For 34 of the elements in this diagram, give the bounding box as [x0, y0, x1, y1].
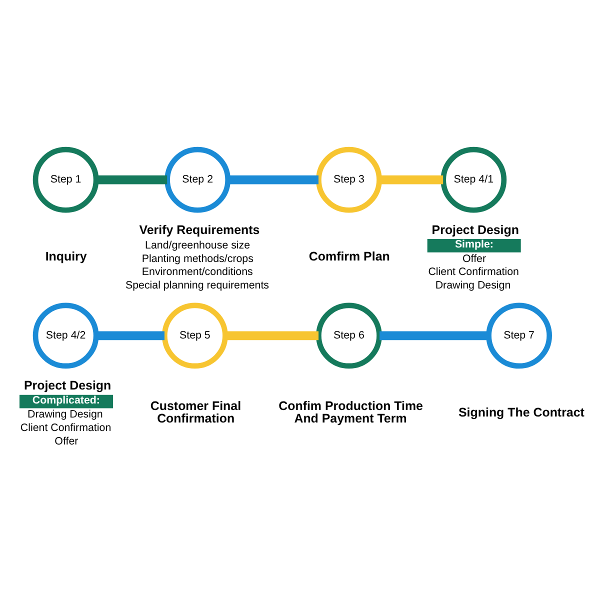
node-label: Offer [462, 252, 486, 264]
node-label: Signing The Contract [458, 404, 584, 419]
node-circle: Step 7 [486, 302, 552, 368]
node-circle: Step 2 [164, 146, 231, 212]
node-label: Drawing Design [28, 408, 103, 420]
node-label: Land/greenhouse size [145, 238, 250, 251]
node-label: Client Confirmation [428, 266, 519, 278]
node-label: Simple: [454, 238, 494, 250]
node-circle: Step 4/2 [32, 302, 99, 368]
node-label: Project Design [24, 378, 112, 392]
connector [225, 330, 319, 340]
node-label: Verify Requirements [139, 222, 260, 236]
connector [380, 330, 489, 340]
node-circle: Step 4/1 [440, 146, 507, 212]
node-label: Project Design [432, 222, 519, 236]
node-label: Customer Final Confirmation [150, 398, 242, 426]
node-label: Complicated: [32, 394, 100, 406]
node-label: Special planning requirements [125, 279, 270, 292]
node-label: Confim Production Time And Payment Term [278, 398, 424, 426]
node-label: Offer [54, 434, 78, 447]
node-circle: Step 6 [316, 302, 382, 368]
node-circle: Step 1 [32, 146, 99, 212]
connector [379, 174, 444, 184]
connector [96, 330, 164, 340]
node-label: Inquiry [45, 249, 87, 264]
node-label: Drawing Design [435, 279, 511, 292]
connector [228, 174, 318, 184]
node-circle: Step 5 [162, 302, 228, 368]
node-label: Comfirm Plan [308, 249, 390, 264]
node-label: Environment/conditions [142, 266, 253, 278]
node-label: Client Confirmation [20, 422, 112, 434]
connector [96, 174, 168, 184]
node-label: Planting methods/crops [142, 252, 254, 264]
node-circle: Step 3 [316, 146, 382, 212]
